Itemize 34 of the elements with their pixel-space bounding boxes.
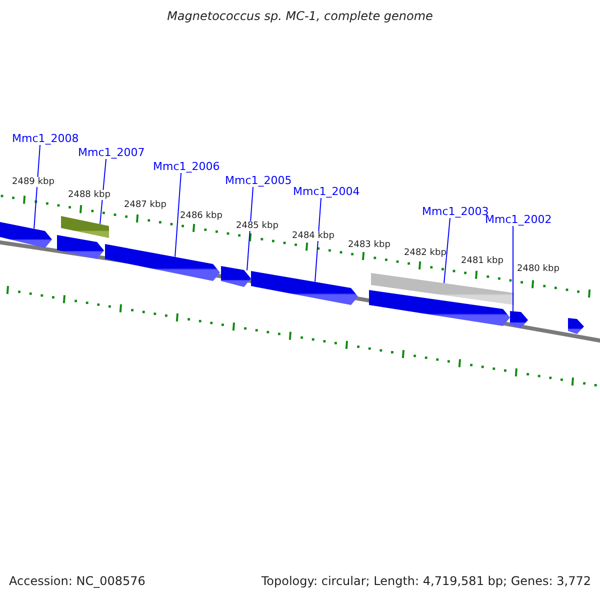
gene-feature	[105, 244, 220, 281]
leader-line	[314, 198, 322, 282]
gene-feature	[510, 311, 528, 328]
scale-label: 2483 kbp	[348, 240, 390, 250]
gene-feature	[57, 235, 104, 259]
gene-feature	[221, 266, 251, 287]
gene-label: Mmc1_2007	[78, 146, 145, 159]
accession-text: Accession: NC_008576	[9, 574, 146, 588]
gene-label: Mmc1_2004	[293, 185, 360, 198]
scale-label: 2482 kbp	[404, 248, 446, 258]
gene-feature	[0, 222, 52, 248]
genome-info-text: Topology: circular; Length: 4,719,581 bp; Genes: 3,772	[261, 574, 591, 588]
scale-label: 2481 kbp	[461, 256, 504, 266]
leader-line	[174, 172, 182, 258]
scale-label: 2484 kbp	[292, 231, 334, 241]
scale-label: 2487 kbp	[124, 200, 166, 210]
leader-line	[246, 186, 254, 271]
scale-label: 2485 kbp	[236, 221, 278, 231]
scale-label: 2488 kbp	[68, 190, 110, 200]
scale-label: 2489 kbp	[12, 177, 54, 187]
gene-label: Mmc1_2003	[422, 205, 489, 218]
feature-bar	[371, 273, 514, 305]
gene-feature	[568, 318, 584, 334]
title: Magnetococcus sp. MC-1, complete genome	[166, 9, 434, 23]
gene-label: Mmc1_2008	[12, 132, 79, 145]
scale-label: 2486 kbp	[180, 211, 222, 221]
leader-line	[34, 144, 41, 230]
gene-feature	[369, 290, 510, 326]
gene-label: Mmc1_2005	[225, 174, 292, 187]
leader-line	[512, 226, 514, 312]
gene-feature	[251, 271, 358, 305]
feature-bar	[61, 216, 109, 238]
scale-label: 2480 kbp	[517, 264, 560, 274]
gene-label: Mmc1_2006	[153, 160, 220, 173]
